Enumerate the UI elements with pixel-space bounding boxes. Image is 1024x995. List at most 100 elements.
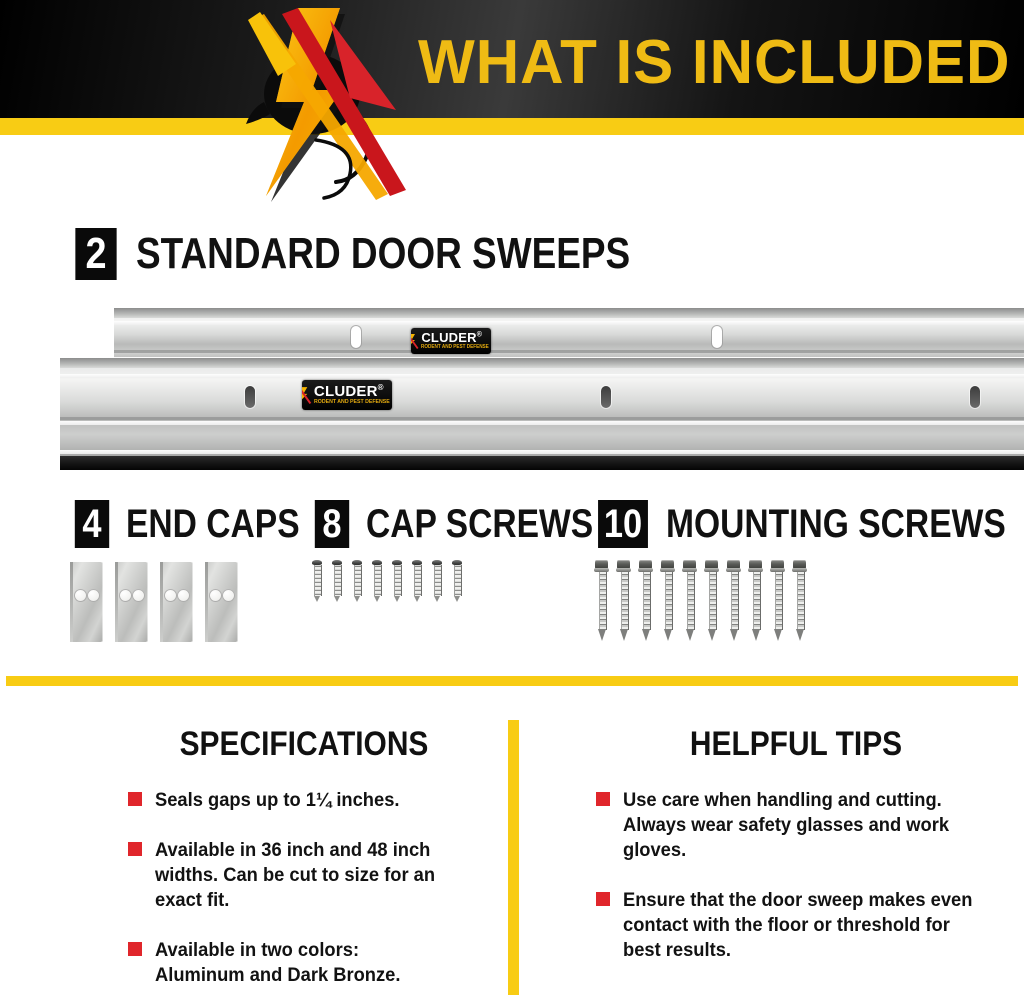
screw-head [705, 560, 718, 569]
header-yellow-rule [0, 118, 1024, 135]
screw-head [595, 560, 608, 569]
section-label-mounting-screws: MOUNTING SCREWS [666, 502, 1006, 546]
screw-tip [752, 629, 760, 641]
cap-screw-item [392, 560, 402, 602]
cap-screw-item [412, 560, 422, 602]
cap-screw-item [372, 560, 382, 602]
screw-tip [664, 629, 672, 641]
screw-shaft [354, 565, 362, 596]
cap-screw-item [452, 560, 462, 602]
lower-yellow-rule [6, 676, 1018, 686]
screw-washer [748, 568, 763, 572]
mounting-screw-item [726, 560, 741, 644]
bullet-square-icon [596, 792, 610, 806]
aluminum-highlight [60, 450, 1024, 454]
rubber-seal-strip [60, 456, 1024, 470]
mounting-screw-item [792, 560, 807, 644]
screw-head [639, 560, 652, 569]
screw-tip [730, 629, 738, 641]
screw-head [727, 560, 740, 569]
mounting-slot [712, 326, 722, 348]
specification-bullet: Available in two colors: Aluminum and Da… [128, 938, 468, 988]
brand-x-icon [411, 333, 419, 349]
cap-screw-item [352, 560, 362, 602]
end-cap-hole [119, 589, 132, 602]
screw-head [771, 560, 784, 569]
mounting-slot [601, 386, 611, 408]
screw-head [372, 560, 382, 565]
screw-head [452, 560, 462, 565]
end-cap-item [205, 562, 238, 642]
screw-washer [770, 568, 785, 572]
screw-head [793, 560, 806, 569]
end-cap-hole [164, 589, 177, 602]
screw-head [432, 560, 442, 565]
count-badge-door-sweeps: 2 [75, 228, 117, 280]
brand-registered-mark: ® [476, 332, 483, 340]
screw-shaft [334, 565, 342, 596]
screw-tip [454, 596, 460, 602]
mounting-screw-item [660, 560, 675, 644]
aluminum-groove [60, 417, 1024, 420]
screw-head [312, 560, 322, 565]
screw-shaft [599, 572, 607, 630]
count-badge-end-caps: 4 [74, 500, 110, 548]
end-cap-hole [222, 589, 235, 602]
section-header-mounting-screws: 10 MOUNTING SCREWS [594, 500, 1024, 548]
screw-shaft [797, 572, 805, 630]
helpful-tip-bullet: Ensure that the door sweep makes even co… [596, 888, 996, 963]
mounting-screw-item [704, 560, 719, 644]
brand-name: CLUDER [313, 383, 378, 401]
cap-screw-item [432, 560, 442, 602]
screw-shaft [414, 565, 422, 596]
screw-washer [660, 568, 675, 572]
mounting-slot [245, 386, 255, 408]
screw-tip [374, 596, 380, 602]
screw-shaft [753, 572, 761, 630]
bullet-square-icon [596, 892, 610, 906]
mounting-screw-item [682, 560, 697, 644]
aluminum-groove [114, 350, 1024, 353]
mounting-screw-item [638, 560, 653, 644]
specifications-column: SPECIFICATIONS Seals gaps up to 1¼ inche… [128, 726, 468, 995]
aluminum-bevel [114, 308, 1024, 318]
screw-shaft [394, 565, 402, 596]
brand-plate-lower: CLUDER® RODENT AND PEST DEFENSE [302, 380, 392, 410]
brand-plate-upper: CLUDER® RODENT AND PEST DEFENSE [411, 328, 491, 354]
brand-registered-mark: ® [377, 383, 384, 393]
screw-head [749, 560, 762, 569]
screw-washer [704, 568, 719, 572]
end-cap-hole [132, 589, 145, 602]
specification-bullet-text: Available in two colors: Aluminum and Da… [155, 939, 401, 986]
mounting-screw-item [616, 560, 631, 644]
screw-shaft [775, 572, 783, 630]
screw-head [392, 560, 402, 565]
screw-tip [796, 629, 804, 641]
section-label-door-sweeps: STANDARD DOOR SWEEPS [136, 229, 631, 278]
specifications-title: SPECIFICATIONS [179, 725, 429, 763]
screw-tip [598, 629, 606, 641]
column-yellow-divider [508, 720, 519, 995]
screw-washer [616, 568, 631, 572]
screw-shaft [454, 565, 462, 596]
specification-bullet-text: Seals gaps up to 1¼ inches. [155, 789, 400, 811]
screw-tip [334, 596, 340, 602]
door-sweep-upper: CLUDER® RODENT AND PEST DEFENSE [114, 308, 1024, 366]
brand-name: CLUDER [421, 330, 477, 346]
screw-head [683, 560, 696, 569]
screw-tip [620, 629, 628, 641]
screw-tip [686, 629, 694, 641]
screw-shaft [731, 572, 739, 630]
aluminum-face [60, 358, 1024, 456]
screw-head [617, 560, 630, 569]
screw-shaft [709, 572, 717, 630]
section-label-cap-screws: CAP SCREWS [366, 502, 594, 546]
screw-head [412, 560, 422, 565]
header-band: WHAT IS INCLUDED [0, 0, 1024, 118]
helpful-tip-bullet: Use care when handling and cutting. Alwa… [596, 788, 996, 863]
section-header-cap-screws: 8 CAP SCREWS [312, 500, 636, 548]
screw-washer [682, 568, 697, 572]
screw-washer [726, 568, 741, 572]
aluminum-highlight [60, 374, 1024, 378]
screw-head [332, 560, 342, 565]
